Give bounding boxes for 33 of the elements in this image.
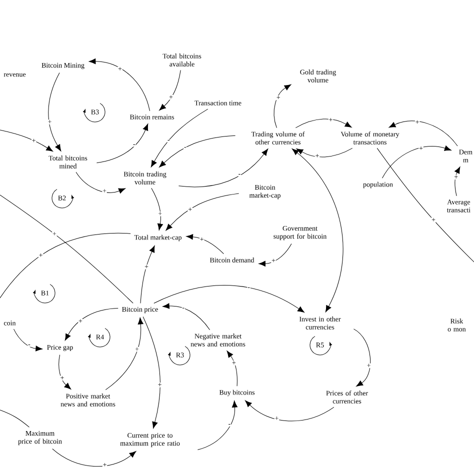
arrow xyxy=(245,400,334,422)
arrow xyxy=(226,350,238,386)
arrow xyxy=(353,328,371,387)
arrow xyxy=(105,317,144,390)
arrow xyxy=(142,316,160,429)
arrow xyxy=(159,135,236,168)
arrow xyxy=(48,72,62,152)
arrow xyxy=(382,146,452,178)
arrow xyxy=(454,166,460,196)
arrow xyxy=(388,120,458,146)
arrow xyxy=(295,118,352,128)
arrow xyxy=(96,124,148,164)
arrow xyxy=(76,172,126,194)
arrow xyxy=(296,148,353,158)
arrow xyxy=(14,328,42,352)
arrow xyxy=(0,130,54,152)
arrow xyxy=(159,70,181,111)
arrow xyxy=(58,354,72,390)
arrow xyxy=(186,234,224,254)
arrow xyxy=(140,246,155,304)
arrow xyxy=(162,303,210,330)
arrow xyxy=(151,188,163,230)
arrow xyxy=(150,108,208,168)
arrow xyxy=(88,58,150,112)
arrow xyxy=(292,148,344,312)
arrow xyxy=(274,84,292,128)
arrow xyxy=(258,244,292,266)
arrow xyxy=(166,193,240,231)
arrow xyxy=(52,448,136,467)
arrow xyxy=(154,285,304,313)
arrow xyxy=(197,400,238,450)
arrow xyxy=(64,308,118,341)
arrow xyxy=(178,148,268,188)
